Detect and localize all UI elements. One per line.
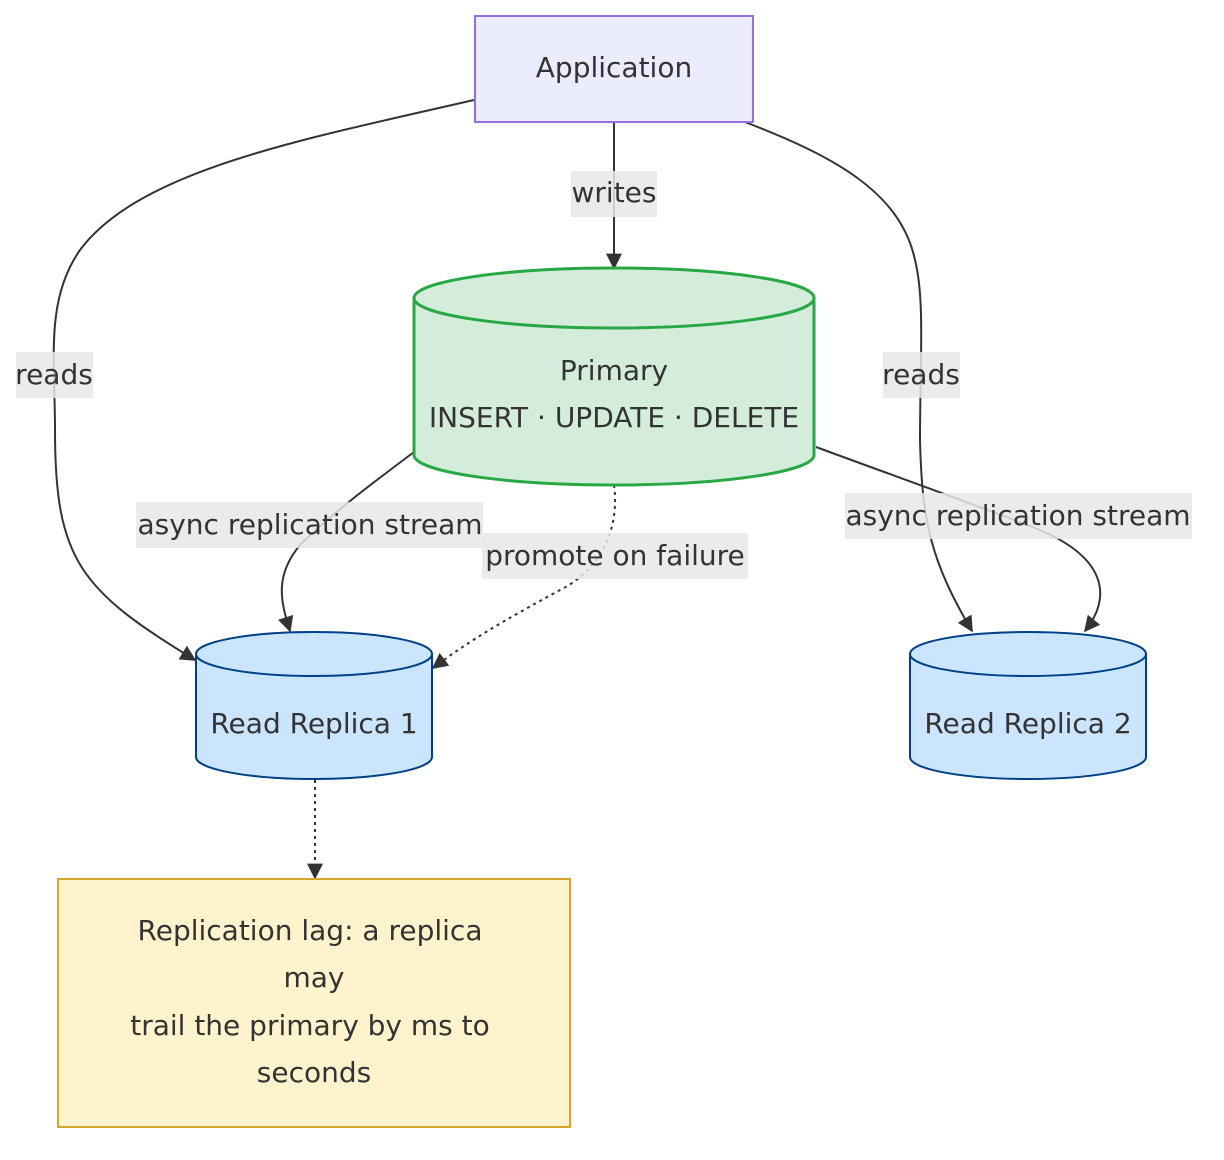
replica2-label: Read Replica 2: [924, 707, 1131, 740]
note-line-3: trail the primary by ms to: [130, 1009, 490, 1042]
node-primary[interactable]: Primary INSERT · UPDATE · DELETE: [412, 266, 816, 487]
label-writes-text: writes: [572, 176, 657, 209]
label-promote-text: promote on failure: [485, 539, 745, 572]
application-label: Application: [536, 51, 692, 84]
label-replication-right: async replication stream: [845, 493, 1192, 539]
node-read-replica-2[interactable]: Read Replica 2: [909, 631, 1147, 780]
label-reads-right-text: reads: [882, 358, 960, 391]
note-line-1: Replication lag: a replica: [138, 914, 483, 947]
label-replication-left: async replication stream: [136, 502, 483, 548]
note-line-2: may: [283, 961, 344, 994]
edge-promote: [431, 484, 616, 669]
label-reads-left-text: reads: [15, 358, 93, 391]
note-line-4: seconds: [257, 1056, 371, 1089]
label-writes: writes: [571, 171, 657, 217]
label-promote: promote on failure: [482, 533, 748, 579]
edge-labels: writes reads reads async replication str…: [15, 171, 1192, 579]
node-read-replica-1[interactable]: Read Replica 1: [195, 631, 433, 780]
edge-reads-left: [52, 99, 475, 661]
node-replication-lag-note[interactable]: Replication lag: a replica may trail the…: [57, 878, 571, 1128]
node-application[interactable]: Application: [474, 15, 754, 123]
primary-subtitle: INSERT · UPDATE · DELETE: [429, 401, 799, 434]
primary-title: Primary: [560, 354, 668, 387]
label-reads-left: reads: [15, 352, 93, 398]
replica1-label: Read Replica 1: [210, 707, 417, 740]
label-replication-right-text: async replication stream: [845, 499, 1190, 532]
label-reads-right: reads: [882, 352, 960, 398]
label-replication-left-text: async replication stream: [137, 508, 482, 541]
